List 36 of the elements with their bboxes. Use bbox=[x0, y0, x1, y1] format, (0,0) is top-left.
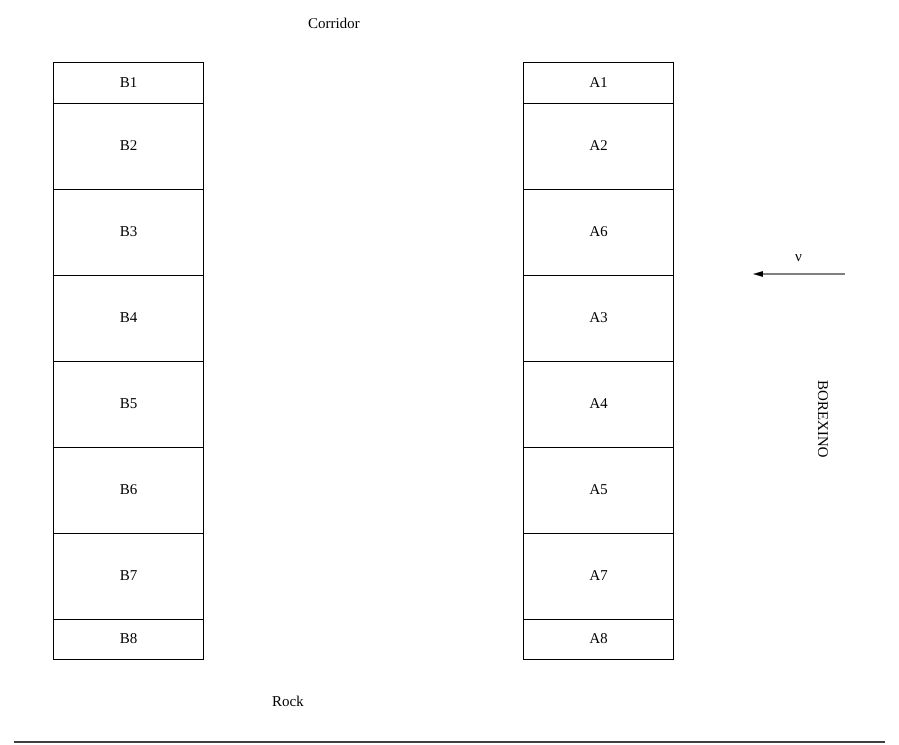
detector-label: BOREXINO bbox=[813, 380, 830, 458]
compartment-label: A4 bbox=[589, 396, 608, 413]
compartment-label: A3 bbox=[589, 310, 608, 327]
compartment-label: B4 bbox=[120, 310, 138, 327]
compartment-box bbox=[53, 275, 204, 362]
compartment-box bbox=[53, 619, 204, 660]
compartment-box bbox=[523, 533, 674, 620]
compartment-label: A5 bbox=[589, 482, 608, 499]
compartment-box bbox=[53, 533, 204, 620]
compartment-box bbox=[523, 619, 674, 660]
compartment-label: B5 bbox=[120, 396, 138, 413]
compartment-label: A2 bbox=[589, 138, 608, 155]
compartment-label: A7 bbox=[589, 568, 608, 585]
compartment-box bbox=[53, 62, 204, 104]
compartment-label: B2 bbox=[120, 138, 138, 155]
compartment-box bbox=[523, 189, 674, 276]
compartment-label: B8 bbox=[120, 631, 138, 648]
compartment-box bbox=[53, 103, 204, 190]
compartment-label: B7 bbox=[120, 568, 138, 585]
compartment-box bbox=[53, 189, 204, 276]
particle-symbol: ν bbox=[795, 249, 802, 266]
compartment-label: A1 bbox=[589, 74, 608, 92]
compartment-label: A8 bbox=[589, 631, 608, 648]
compartment-label: B3 bbox=[120, 224, 138, 241]
area-label: Corridor bbox=[308, 16, 360, 33]
compartment-box bbox=[523, 447, 674, 534]
compartment-box bbox=[523, 62, 674, 104]
compartment-box bbox=[523, 361, 674, 448]
compartment-box bbox=[53, 361, 204, 448]
compartment-label: B1 bbox=[120, 74, 138, 92]
compartment-box bbox=[523, 103, 674, 190]
compartment-label: B6 bbox=[120, 482, 138, 499]
area-label: Rock bbox=[272, 694, 304, 711]
compartment-box bbox=[53, 447, 204, 534]
compartment-box bbox=[523, 275, 674, 362]
compartment-label: A6 bbox=[589, 224, 608, 241]
